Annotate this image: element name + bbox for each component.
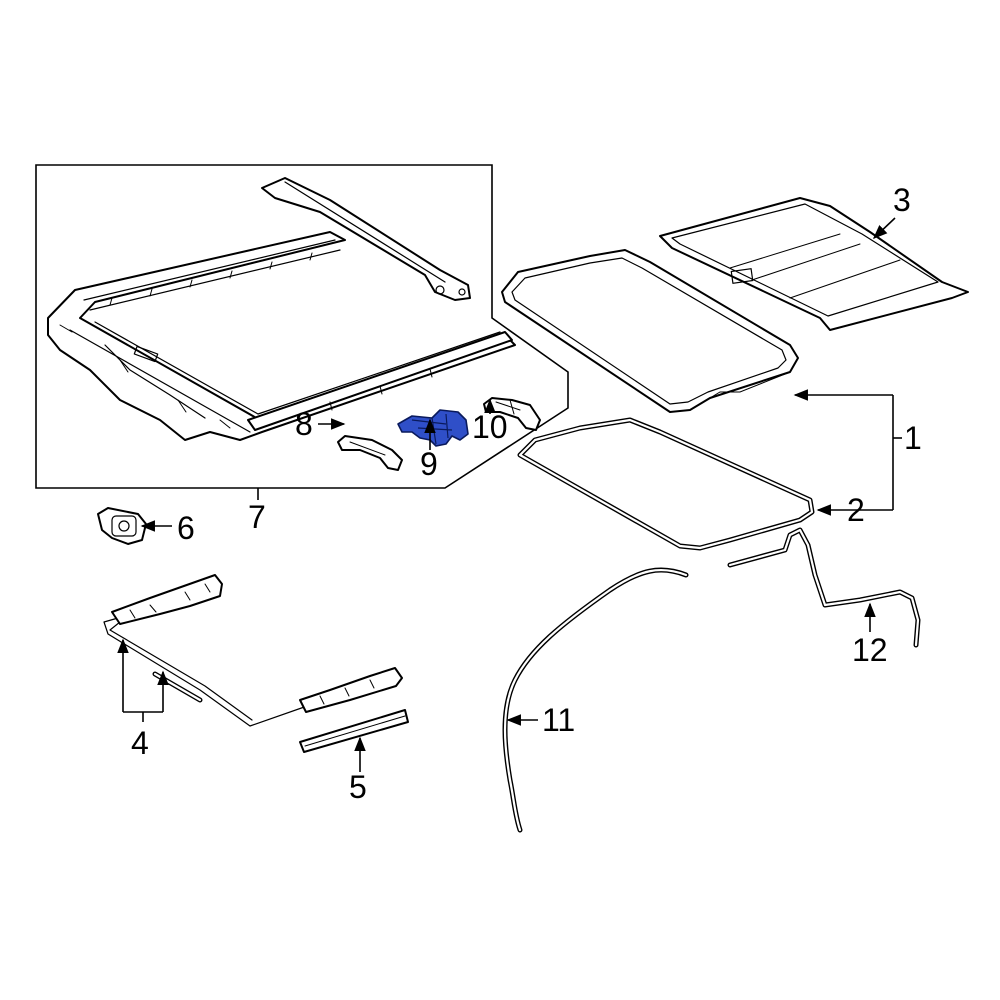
sunroof-motor[interactable] — [97, 507, 147, 545]
leader-4 — [117, 638, 169, 722]
bracket-part-10[interactable] — [483, 397, 541, 431]
wind-deflector-strip[interactable] — [299, 709, 409, 753]
glass-seal[interactable] — [517, 417, 815, 551]
drain-hose-rear[interactable] — [727, 527, 921, 648]
drive-cable[interactable] — [103, 617, 311, 727]
side-rail-right[interactable] — [247, 331, 513, 431]
callout-4: 4 — [131, 725, 149, 761]
callout-10: 10 — [472, 409, 508, 445]
callout-6: 6 — [177, 510, 195, 546]
leader-3 — [872, 217, 896, 239]
callout-8: 8 — [295, 406, 313, 442]
glass-panel[interactable] — [501, 249, 799, 413]
callout-1: 1 — [904, 420, 922, 456]
callout-5: 5 — [349, 769, 367, 805]
callout-11: 11 — [542, 702, 575, 738]
callout-2: 2 — [847, 492, 865, 528]
bracket-part-8[interactable] — [337, 435, 403, 471]
callout-7: 7 — [248, 499, 266, 535]
frame-assembly-box — [35, 164, 569, 489]
bracket-part-9[interactable] — [397, 409, 469, 447]
leader-1 — [793, 389, 902, 510]
guide-track-upper[interactable] — [111, 574, 223, 625]
front-rail[interactable] — [261, 177, 471, 301]
sunshade[interactable] — [659, 197, 969, 331]
callout-3: 3 — [893, 182, 911, 218]
drain-hose-front[interactable] — [502, 567, 689, 833]
sunroof-housing-frame[interactable] — [47, 231, 516, 441]
guide-track-lower[interactable] — [299, 667, 403, 713]
callout-9: 9 — [420, 446, 438, 482]
callout-12: 12 — [852, 632, 888, 668]
